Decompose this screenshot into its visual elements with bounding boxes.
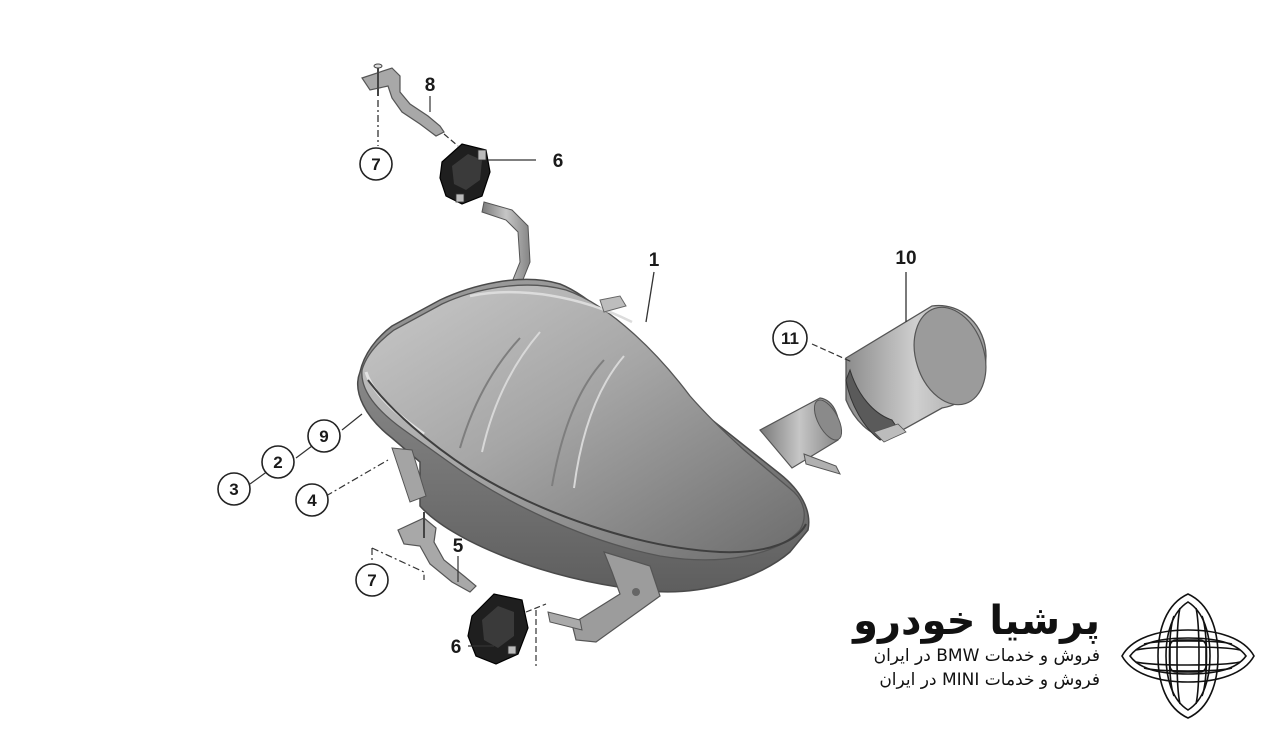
left-bracket <box>391 447 427 503</box>
circled-callout-7-top: 7 <box>359 147 393 181</box>
callout-7-top: 7 <box>371 155 380 174</box>
callout-8: 8 <box>425 75 436 96</box>
circled-callout-2: 2 <box>261 445 295 479</box>
circled-callout-3: 3 <box>217 472 251 506</box>
callout-2: 2 <box>273 453 282 472</box>
callout-5: 5 <box>453 536 464 557</box>
callout-1: 1 <box>649 250 660 271</box>
brand-logo-icon <box>1121 593 1255 719</box>
muffler-hanger-rod <box>481 201 531 283</box>
callout-3: 3 <box>229 480 238 499</box>
rubber-mount-bottom-part-6 <box>467 593 529 665</box>
leader-9 <box>341 413 363 431</box>
leader-axis-top <box>443 133 459 147</box>
callout-6-top: 6 <box>553 151 564 172</box>
circled-callout-4: 4 <box>295 483 329 517</box>
callout-11: 11 <box>781 329 799 348</box>
callout-6-bottom: 6 <box>451 637 462 658</box>
bottom-bracket-part-5 <box>397 512 477 593</box>
top-bracket-part-8 <box>361 63 445 137</box>
brand-block: پرشیا خودرو فروش و خدمات BMW در ایران فر… <box>830 598 1100 692</box>
brand-name: پرشیا خودرو <box>853 598 1100 644</box>
callout-9: 9 <box>319 427 328 446</box>
brand-line-bmw: فروش و خدمات BMW در ایران <box>873 646 1100 666</box>
leader-axis-bottom <box>525 603 547 666</box>
brand-line-mini: فروش و خدمات MINI در ایران <box>879 670 1100 690</box>
callout-7-bottom: 7 <box>367 571 376 590</box>
callout-10: 10 <box>895 248 916 269</box>
rubber-mount-top-part-6 <box>439 143 491 205</box>
lower-bracket <box>547 551 661 643</box>
circled-callout-11: 11 <box>772 320 808 356</box>
circled-callout-9: 9 <box>307 419 341 453</box>
leader-4 <box>325 459 389 497</box>
leader-7-bottom <box>371 547 425 580</box>
rear-muffler-part-1 <box>357 278 810 593</box>
outlet-pipe <box>759 397 843 475</box>
leader-11 <box>811 343 853 363</box>
exhaust-tip-part-10 <box>845 304 987 443</box>
callout-4: 4 <box>307 491 317 510</box>
leader-1 <box>645 271 655 323</box>
circled-callout-7-bottom: 7 <box>355 563 389 597</box>
